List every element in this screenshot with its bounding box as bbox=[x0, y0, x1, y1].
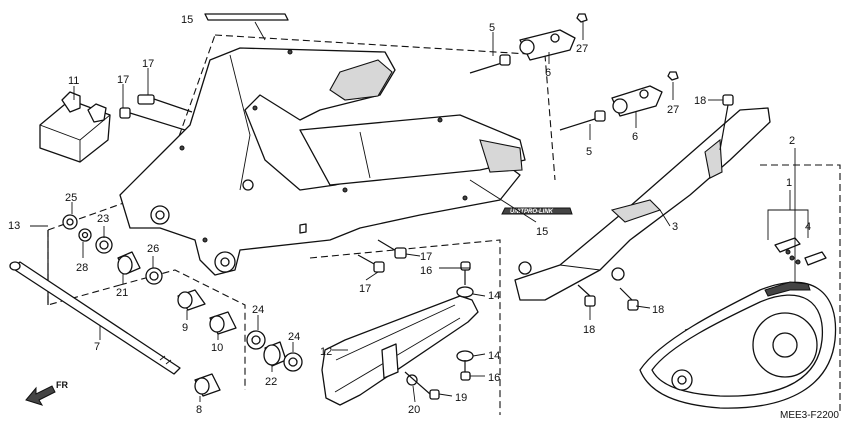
callout-16-lower: 16 bbox=[488, 372, 500, 384]
callout-4: 4 bbox=[805, 221, 811, 233]
callout-8: 8 bbox=[196, 404, 202, 416]
callout-5-upper: 5 bbox=[489, 22, 495, 34]
callout-22: 22 bbox=[265, 376, 277, 388]
pivot-bearings bbox=[62, 214, 163, 285]
bracket-11 bbox=[39, 91, 111, 163]
nuts-27 bbox=[576, 13, 679, 81]
collar-9 bbox=[177, 289, 206, 311]
callout-12: 12 bbox=[320, 346, 332, 358]
drive-chain-assembly bbox=[639, 281, 837, 409]
callout-9: 9 bbox=[182, 322, 188, 334]
decal-15 bbox=[204, 13, 289, 41]
callout-26: 26 bbox=[147, 243, 159, 255]
callout-3: 3 bbox=[672, 221, 678, 233]
callout-15-decal: 15 bbox=[181, 14, 193, 26]
callout-20: 20 bbox=[408, 404, 420, 416]
callout-17-a: 17 bbox=[142, 58, 154, 70]
chain-slider-12 bbox=[321, 295, 479, 406]
swingarm bbox=[119, 47, 526, 276]
callout-21: 21 bbox=[116, 287, 128, 299]
master-link-kit bbox=[774, 237, 827, 266]
callout-25: 25 bbox=[65, 192, 77, 204]
adjusting-bolt-upper bbox=[469, 54, 511, 74]
callout-17-b: 17 bbox=[117, 74, 129, 86]
chain-adjuster-lower bbox=[611, 85, 663, 117]
callout-19: 19 bbox=[455, 392, 467, 404]
callout-24-a: 24 bbox=[252, 304, 264, 316]
adjusting-bolt-lower bbox=[559, 110, 606, 131]
callout-16-upper: 16 bbox=[420, 265, 432, 277]
callout-11: 11 bbox=[68, 75, 79, 87]
callout-6-lower: 6 bbox=[632, 131, 638, 143]
callout-1: 1 bbox=[786, 177, 792, 189]
bolt-17-upper bbox=[119, 94, 193, 131]
diagram-code: MEE3-F2200 bbox=[780, 410, 839, 421]
callout-10: 10 bbox=[211, 342, 223, 354]
callout-14-upper: 14 bbox=[488, 290, 500, 302]
callout-18-mid: 18 bbox=[583, 324, 595, 336]
callout-24-b: 24 bbox=[288, 331, 300, 343]
callout-15-link: 15 bbox=[536, 226, 548, 238]
callout-23: 23 bbox=[97, 213, 109, 225]
bearings-22-24 bbox=[246, 330, 303, 372]
collar-8 bbox=[194, 373, 221, 397]
callout-28: 28 bbox=[76, 262, 88, 274]
chain-case-3 bbox=[514, 107, 771, 301]
pivot-shaft-7 bbox=[9, 261, 181, 375]
callout-17-d: 17 bbox=[359, 283, 371, 295]
callouts: 15 5 27 6 11 17 17 27 18 6 5 2 1 4 3 15 … bbox=[8, 14, 811, 416]
callout-27-lower: 27 bbox=[667, 104, 679, 116]
chain-adjuster-upper bbox=[519, 29, 576, 61]
callout-13: 13 bbox=[8, 220, 20, 232]
front-direction-indicator: FR bbox=[25, 380, 68, 406]
bolt-18-right bbox=[619, 287, 639, 311]
bolt-19-washer-20 bbox=[404, 371, 440, 400]
callout-2: 2 bbox=[789, 135, 795, 147]
leader-lines bbox=[30, 22, 809, 403]
callout-27-upper: 27 bbox=[576, 43, 588, 55]
collar-10 bbox=[209, 311, 237, 335]
unitpro-link-text: UNITPRO-LINK bbox=[510, 209, 554, 215]
callout-6-upper: 6 bbox=[545, 67, 551, 79]
callout-5-lower: 5 bbox=[586, 146, 592, 158]
callout-18-right: 18 bbox=[652, 304, 664, 316]
callout-17-c: 17 bbox=[420, 251, 432, 263]
callout-14-lower: 14 bbox=[488, 350, 500, 362]
bolt-18-mid bbox=[577, 284, 596, 307]
unitpro-link-decal: UNITPRO-LINK bbox=[501, 207, 573, 215]
callout-7: 7 bbox=[94, 341, 100, 353]
bolt-17-lower bbox=[357, 239, 407, 273]
front-direction-label: FR bbox=[56, 380, 68, 390]
callout-18-top: 18 bbox=[694, 95, 706, 107]
